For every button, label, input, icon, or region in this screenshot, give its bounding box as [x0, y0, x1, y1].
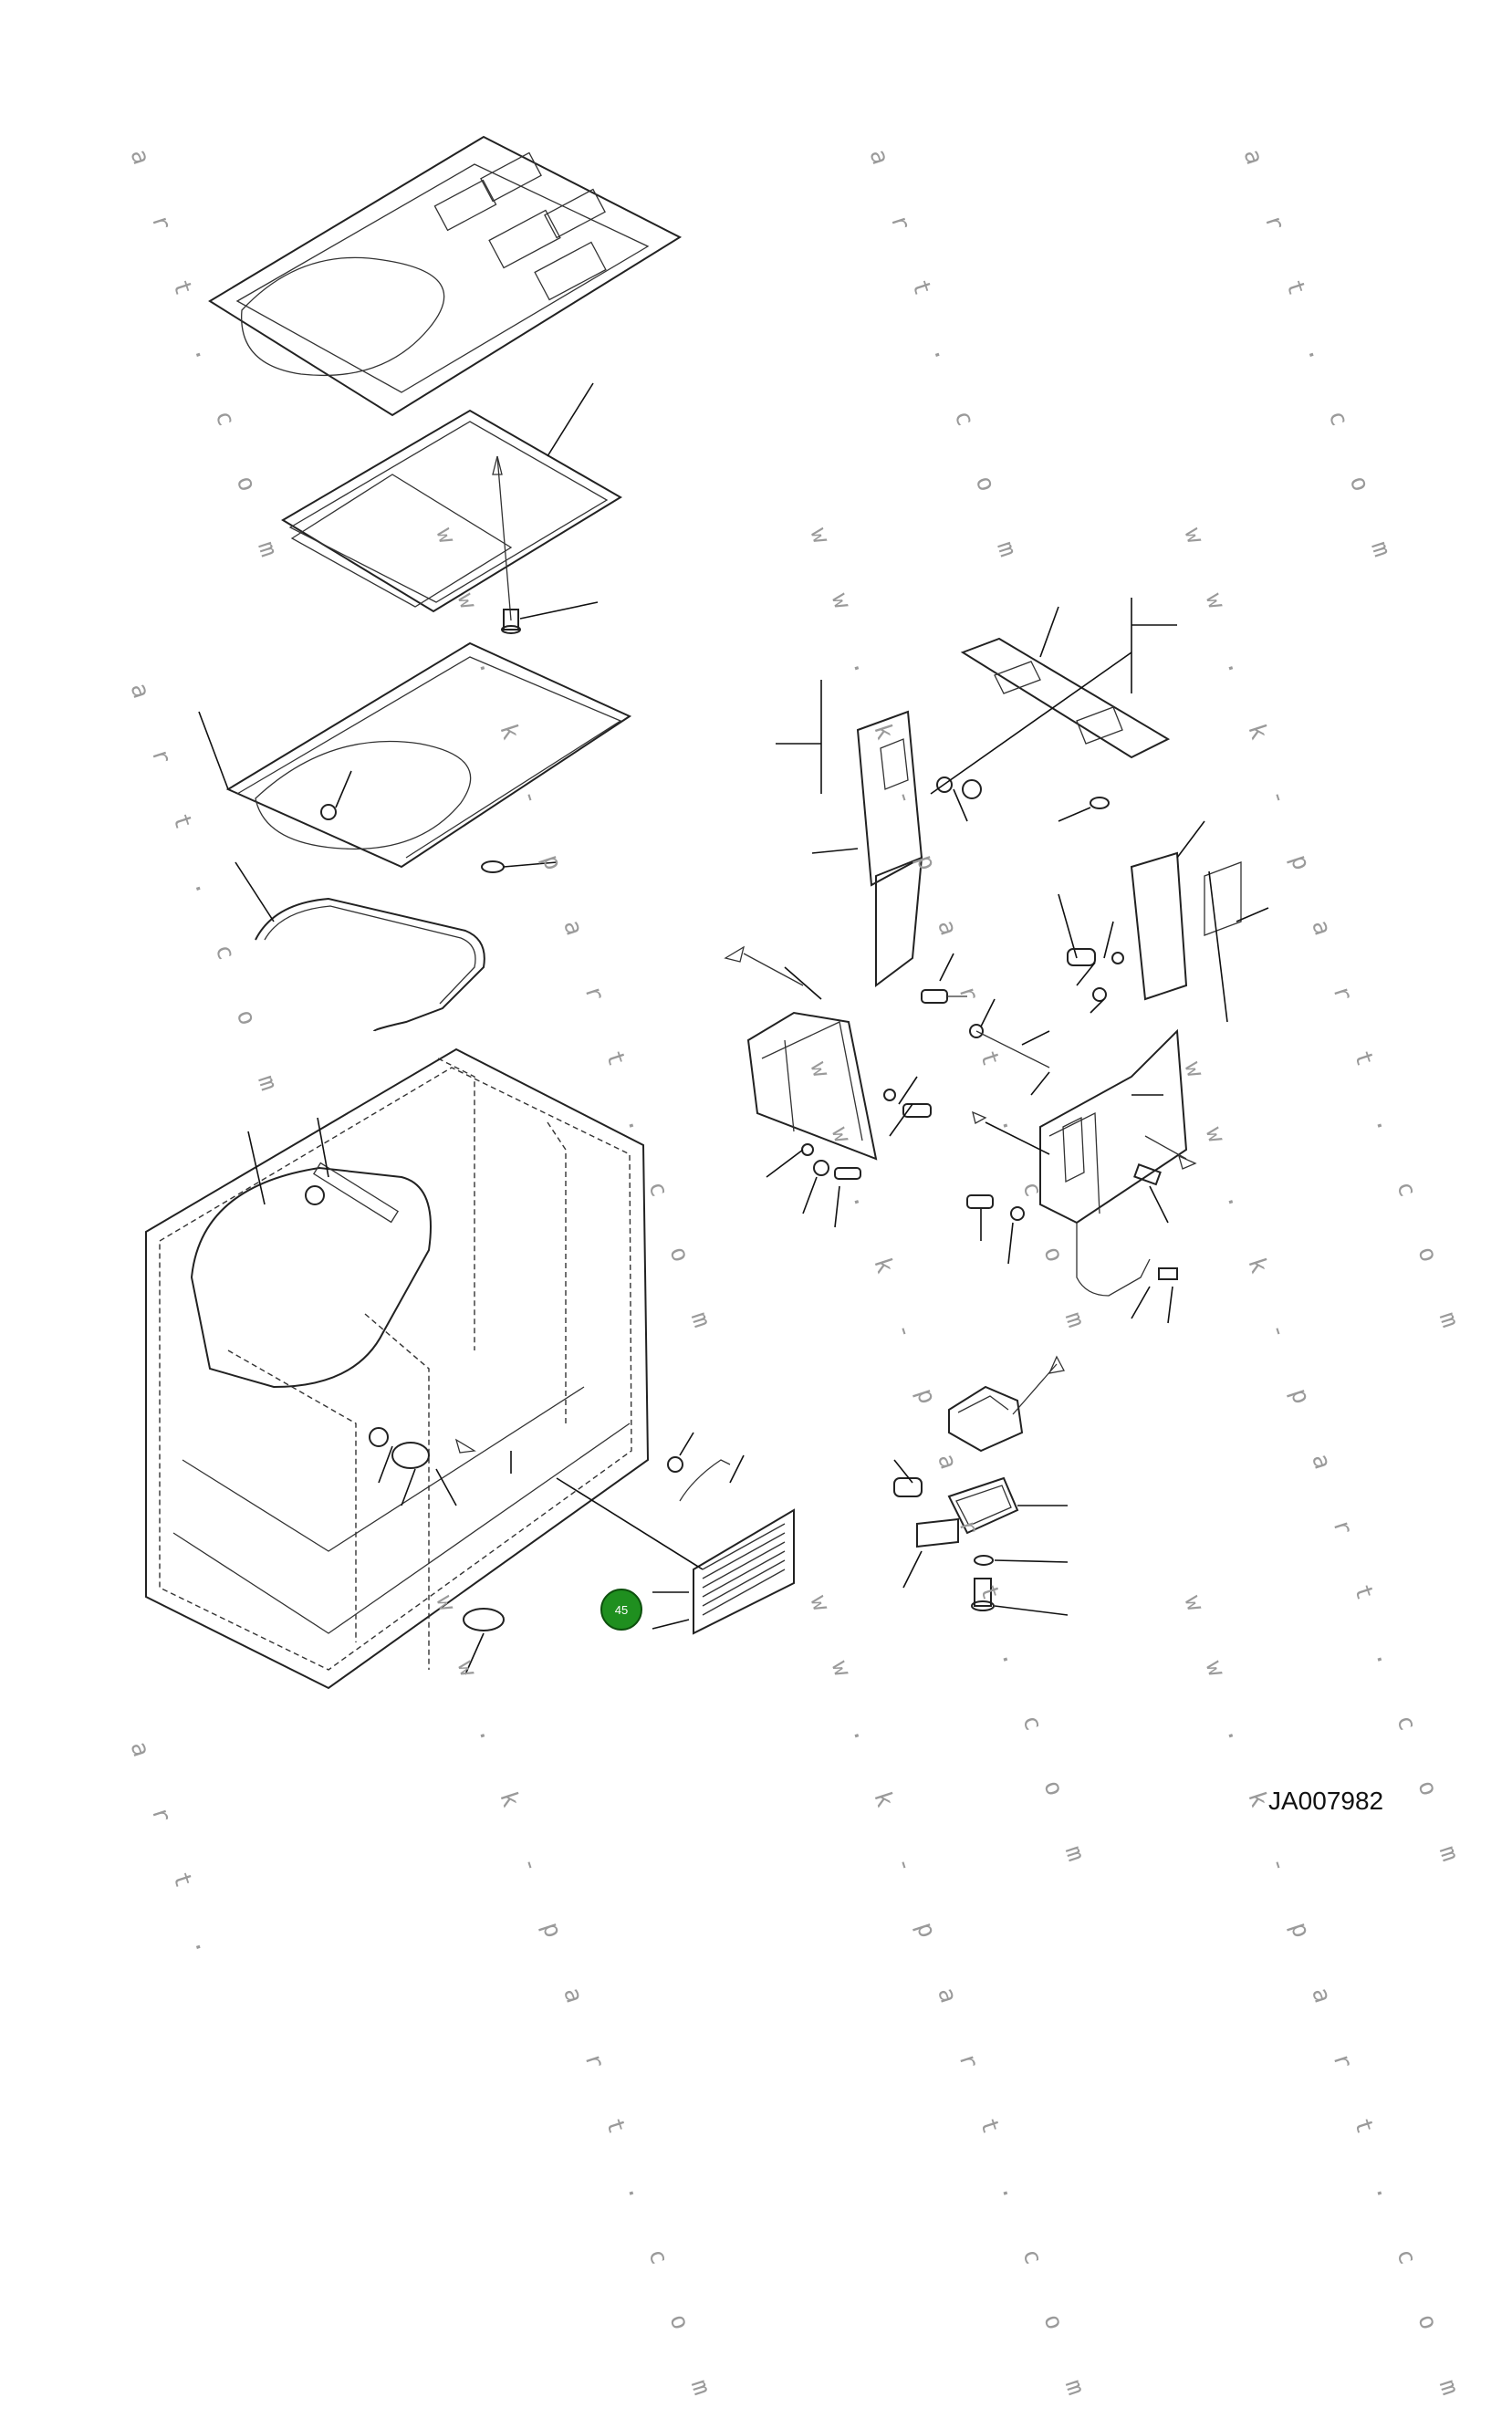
parts-diagram-sheet: a r t . c o m a r t . c o m a r t . c o … — [124, 135, 1470, 2418]
callout-45[interactable]: 45 — [600, 1589, 642, 1631]
rear-roof-bracket — [930, 598, 1177, 822]
mounting-bolts-center — [766, 953, 1050, 1228]
inner-roof-panel — [198, 641, 632, 873]
exploded-view-drawing — [145, 135, 1269, 1690]
right-pillar-cover — [1058, 820, 1269, 1023]
right-pillar-lower-panel — [966, 1028, 1197, 1324]
cab-frame — [145, 1047, 650, 1690]
sunroof-glass-frame — [281, 382, 622, 621]
roof-bolt — [501, 601, 599, 634]
roof-panel — [208, 135, 683, 417]
front-left-pillar-panel — [724, 856, 923, 1161]
side-vent-grille — [556, 1432, 795, 1635]
storage-box-bracket — [893, 1355, 1069, 1616]
drawing-number: JA007982 — [1268, 1787, 1384, 1815]
weatherstrip-seal — [235, 861, 485, 1032]
